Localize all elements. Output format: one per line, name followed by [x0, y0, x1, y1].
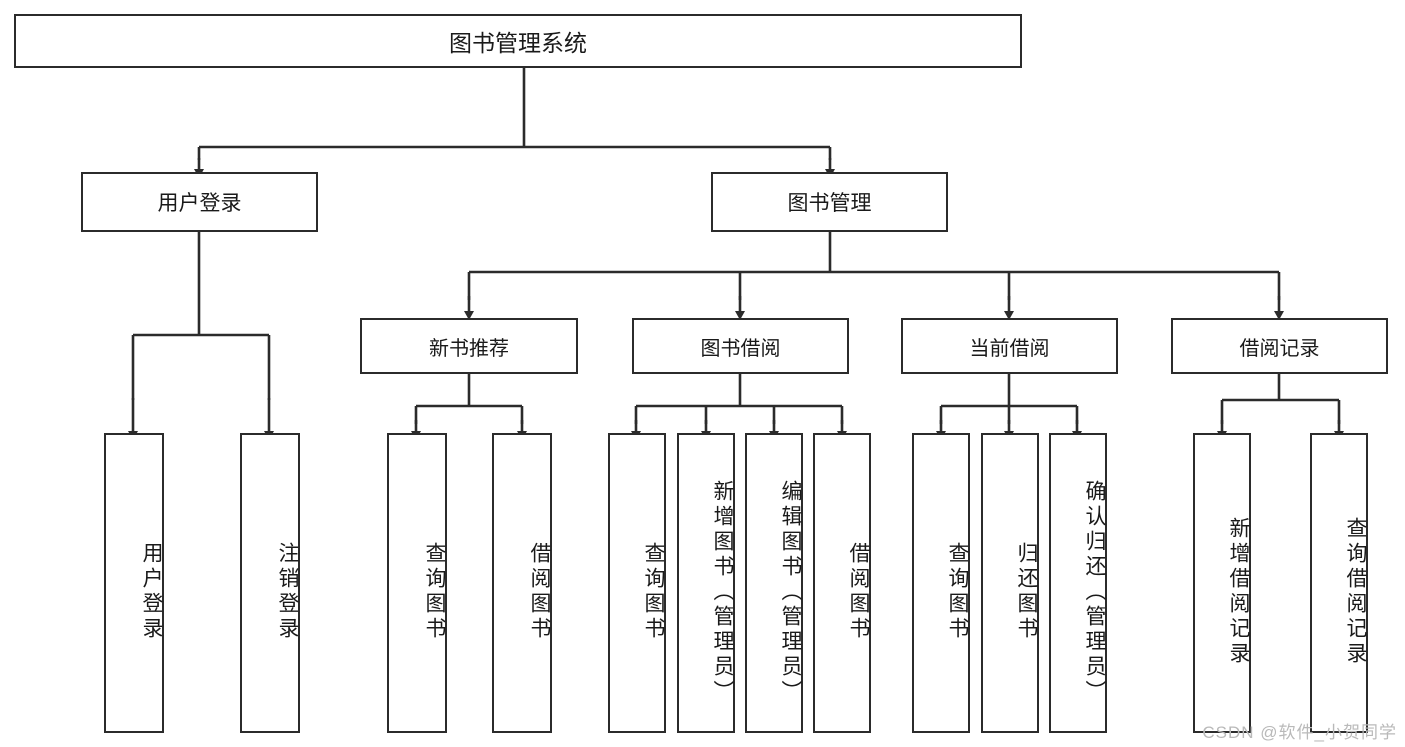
leaf-recommend-query-book[interactable]: 查询图书: [387, 433, 447, 733]
leaf-borrow-query-book-label: 查询图书: [642, 542, 665, 642]
node-borrow-record[interactable]: 借阅记录: [1171, 318, 1388, 374]
leaf-record-add[interactable]: 新增借阅记录: [1193, 433, 1251, 733]
leaf-user-logout[interactable]: 注销登录: [240, 433, 300, 733]
leaf-current-query-book-label: 查询图书: [946, 542, 969, 642]
node-new-book-recommend-label: 新书推荐: [429, 337, 509, 360]
leaf-borrow-edit-book[interactable]: 编辑图书（管理员）: [745, 433, 803, 733]
leaf-recommend-borrow-book-label: 借阅图书: [528, 542, 551, 642]
leaf-user-logout-label: 注销登录: [276, 542, 299, 642]
node-new-book-recommend[interactable]: 新书推荐: [360, 318, 578, 374]
leaf-current-confirm-return[interactable]: 确认归还（管理员）: [1049, 433, 1107, 733]
leaf-current-query-book[interactable]: 查询图书: [912, 433, 970, 733]
node-borrow-record-label: 借阅记录: [1239, 337, 1320, 360]
node-book-borrow[interactable]: 图书借阅: [632, 318, 849, 374]
leaf-borrow-borrow-book-label: 借阅图书: [847, 542, 870, 642]
leaf-borrow-query-book[interactable]: 查询图书: [608, 433, 666, 733]
leaf-current-return-book-label: 归还图书: [1015, 542, 1038, 642]
watermark: CSDN @软件_小贺同学: [1202, 723, 1397, 742]
node-book-management-label: 图书管理: [787, 192, 872, 215]
leaf-record-query[interactable]: 查询借阅记录: [1310, 433, 1368, 733]
leaf-user-login[interactable]: 用户登录: [104, 433, 164, 733]
leaf-current-return-book[interactable]: 归还图书: [981, 433, 1039, 733]
node-book-management[interactable]: 图书管理: [711, 172, 948, 232]
leaf-record-query-label: 查询借阅记录: [1344, 517, 1367, 667]
node-user-login-label: 用户登录: [157, 192, 242, 215]
leaf-borrow-edit-book-label: 编辑图书（管理员）: [779, 479, 802, 705]
leaf-recommend-query-book-label: 查询图书: [423, 542, 446, 642]
leaf-borrow-borrow-book[interactable]: 借阅图书: [813, 433, 871, 733]
node-current-borrow-label: 当前借阅: [969, 337, 1050, 360]
node-root-label: 图书管理系统: [449, 30, 587, 56]
leaf-current-confirm-return-label: 确认归还（管理员）: [1083, 479, 1106, 705]
leaf-borrow-add-book-label: 新增图书（管理员）: [711, 479, 734, 705]
leaf-borrow-add-book[interactable]: 新增图书（管理员）: [677, 433, 735, 733]
leaf-record-add-label: 新增借阅记录: [1227, 517, 1250, 667]
leaf-recommend-borrow-book[interactable]: 借阅图书: [492, 433, 552, 733]
node-user-login[interactable]: 用户登录: [81, 172, 318, 232]
node-book-borrow-label: 图书借阅: [700, 337, 781, 360]
leaf-user-login-label: 用户登录: [140, 542, 163, 642]
node-root[interactable]: 图书管理系统: [14, 14, 1022, 68]
node-current-borrow[interactable]: 当前借阅: [901, 318, 1118, 374]
